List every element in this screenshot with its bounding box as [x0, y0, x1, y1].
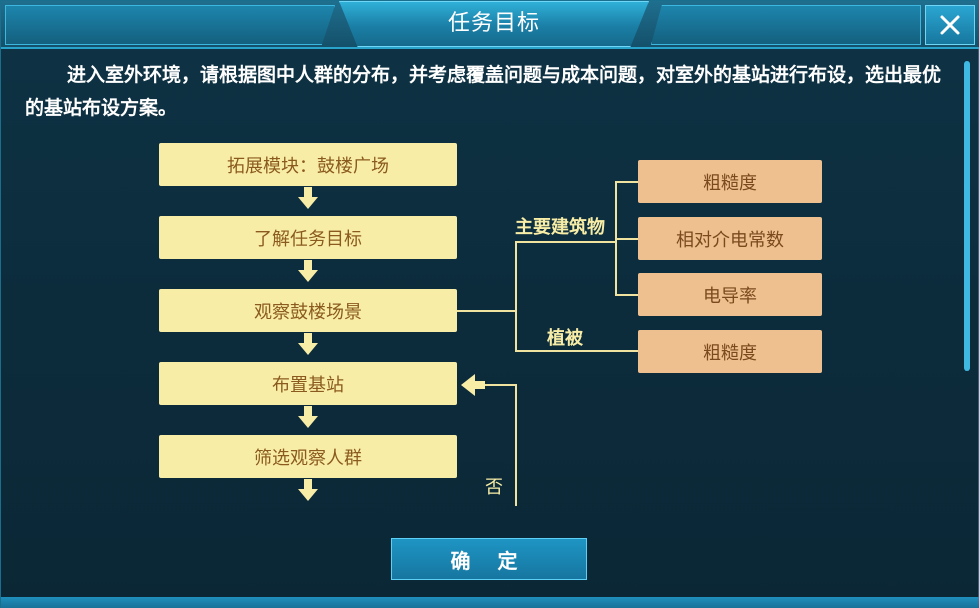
header-title-panel — [339, 1, 649, 47]
header-left-panel — [5, 5, 335, 45]
arrow-left-icon — [461, 374, 485, 396]
arrow-down-icon — [298, 333, 318, 355]
flow-step-filter-crowd: 筛选观察人群 — [159, 435, 457, 478]
flow-step-place-base-station: 布置基站 — [159, 362, 457, 405]
branch-label-vegetation: 植被 — [547, 328, 583, 349]
flow-step-expand-module: 拓展模块：鼓楼广场 — [159, 143, 457, 186]
branch-label-buildings: 主要建筑物 — [515, 217, 605, 238]
loop-label-no: 否 — [485, 477, 503, 498]
confirm-button[interactable]: 确 定 — [391, 538, 587, 580]
flow-step-understand-task: 了解任务目标 — [159, 216, 457, 259]
property-roughness-vegetation: 粗糙度 — [638, 330, 822, 373]
connector-line — [515, 241, 615, 243]
arrow-down-icon — [298, 479, 318, 501]
flow-step-observe-scene: 观察鼓楼场景 — [159, 289, 457, 332]
arrow-down-icon — [298, 406, 318, 428]
loop-line — [515, 384, 517, 506]
connector-line — [457, 310, 516, 312]
connector-line — [615, 238, 638, 240]
connector-line — [515, 241, 517, 351]
task-description: 进入室外环境，请根据图中人群的分布，并考虑覆盖问题与成本问题，对室外的基站进行布… — [25, 64, 942, 119]
loop-line — [481, 384, 517, 386]
connector-line — [615, 181, 638, 183]
property-roughness-buildings: 粗糙度 — [638, 160, 822, 203]
connector-line — [515, 350, 638, 352]
dialog-title: 任务目标 — [447, 11, 540, 36]
header-right-panel — [651, 5, 921, 45]
property-relative-permittivity: 相对介电常数 — [638, 217, 822, 260]
bottom-bar — [1, 597, 979, 608]
scrollbar-thumb[interactable] — [964, 61, 970, 371]
connector-line — [615, 294, 638, 296]
close-icon — [940, 15, 960, 35]
arrow-down-icon — [298, 187, 318, 209]
property-conductivity: 电导率 — [638, 273, 822, 316]
close-button[interactable] — [925, 5, 975, 45]
arrow-down-icon — [298, 260, 318, 282]
